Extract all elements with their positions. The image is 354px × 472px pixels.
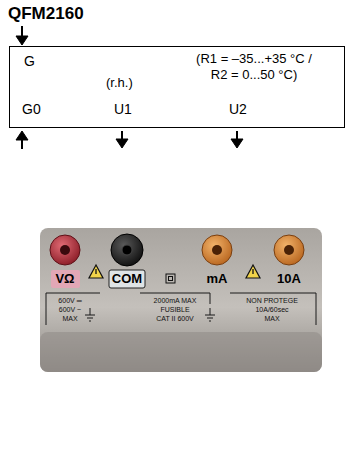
bracket-line — [230, 293, 316, 325]
warning-triangle — [89, 265, 103, 278]
device-title: QFM2160 — [8, 4, 84, 24]
rating-text: MAX — [62, 314, 77, 323]
warning-mark — [95, 269, 96, 274]
terminal-box: G (R1 = –35...+35 °C / R2 = 0...50 °C) (r.… — [9, 46, 345, 128]
rating-text: NON PROTEGE — [246, 296, 298, 305]
jack-socket — [202, 235, 232, 265]
jack-label: COM — [112, 271, 142, 287]
jack-hole — [122, 245, 132, 255]
arrow-head — [116, 139, 128, 148]
ground-line — [89, 321, 91, 322]
range-note: (R1 = –35...+35 °C / R2 = 0...50 °C) — [190, 51, 318, 83]
arrow-shaft — [21, 26, 23, 37]
ground-line — [209, 321, 211, 322]
ground-line — [87, 318, 93, 319]
arrow-head — [16, 131, 28, 140]
arrow-shaft — [21, 139, 23, 149]
ground-line — [90, 308, 91, 315]
jack-label: 10A — [277, 271, 301, 287]
label-patch — [51, 270, 80, 288]
jack-socket — [274, 235, 304, 265]
multimeter-panel — [40, 228, 322, 372]
warning-mark — [252, 269, 253, 274]
jack-hole — [212, 245, 222, 255]
bracket-line — [140, 293, 210, 304]
terminal-label: U2 — [229, 101, 247, 118]
multimeter-panel: VΩCOMmA10A600V ═600V ~MAX2000mA MAXFUSIB… — [40, 228, 322, 372]
ground-line — [210, 308, 211, 315]
double-insulation-symbol — [166, 274, 175, 283]
rating-text: 600V ═ — [58, 296, 81, 305]
bracket-line — [46, 293, 100, 325]
label-patch — [109, 270, 145, 288]
rating-text: CAT II 600V — [156, 314, 193, 323]
jack-hole — [284, 245, 294, 255]
jack-hole — [60, 245, 70, 255]
panel-ground — [40, 228, 322, 372]
ground-line — [207, 318, 213, 319]
ground-symbol — [205, 308, 215, 321]
rating-text: FUSIBLE — [160, 305, 189, 314]
ground-line — [85, 315, 95, 316]
rating-text: 600V ~ — [59, 305, 81, 314]
bracket-lines — [46, 293, 316, 325]
terminal-arrows — [16, 26, 243, 149]
panel-shade — [40, 332, 322, 372]
ground-symbol — [85, 308, 95, 321]
arrow-head — [231, 139, 243, 148]
terminal-label: U1 — [114, 101, 132, 118]
rating-text: MAX — [264, 314, 279, 323]
terminal-label: G — [24, 53, 35, 70]
warning-triangle — [246, 265, 260, 278]
jack-label: mA — [207, 271, 228, 287]
terminal-label: G0 — [22, 101, 41, 118]
arrow-head — [16, 36, 28, 45]
double-insulation-symbol — [169, 277, 173, 281]
ground-line — [205, 315, 215, 316]
jack-label: VΩ — [55, 271, 74, 287]
rating-text: 2000mA MAX — [154, 296, 197, 305]
jack-socket — [111, 234, 143, 266]
signal-note: (r.h.) — [106, 75, 133, 91]
jack-socket — [50, 235, 80, 265]
rating-text: 10A/60sec — [255, 305, 288, 314]
